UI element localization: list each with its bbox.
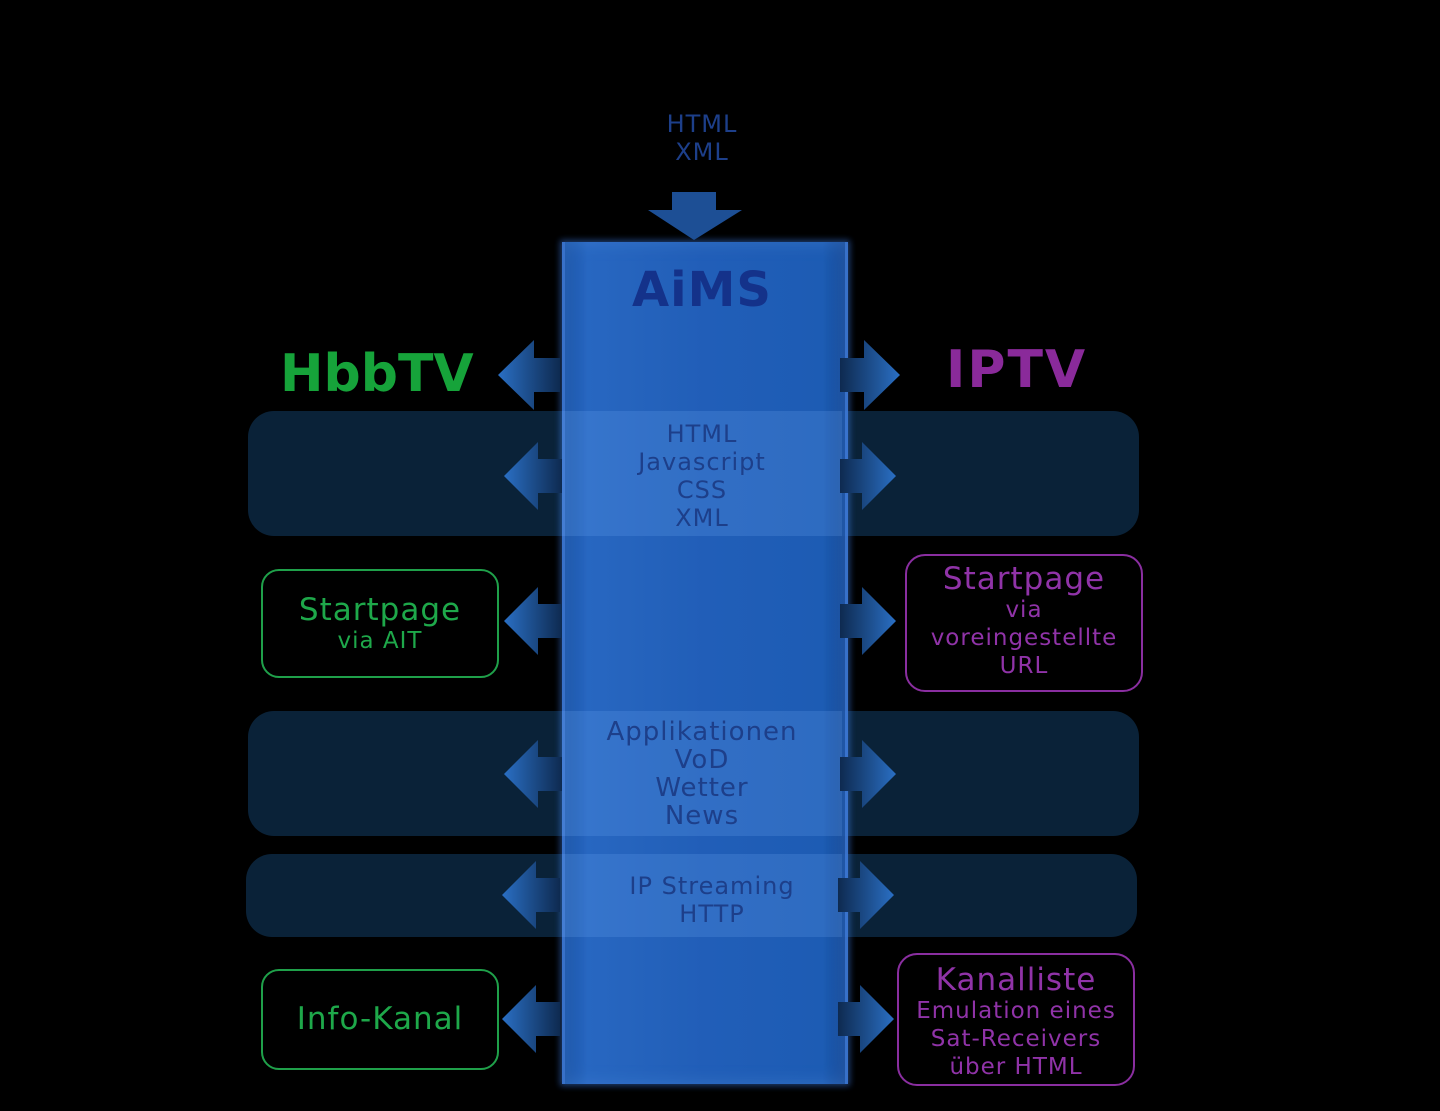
arrow-right-startpage-icon — [840, 587, 896, 655]
arrow-right-kanal-icon — [838, 985, 894, 1053]
arrow-left-web-icon — [504, 442, 562, 510]
arrow-left-info-icon — [502, 985, 560, 1053]
applications-title: Applikationen — [606, 717, 798, 747]
aims-pillar — [562, 242, 848, 1084]
hbbtv-startpage-box: Startpage via AIT — [261, 569, 499, 678]
iptv-startpage-sub2: voreingestellte — [930, 625, 1118, 651]
web-tech-javascript: Javascript — [638, 448, 766, 476]
web-tech-list: HTML Javascript CSS XML — [562, 420, 842, 532]
iptv-startpage-sub1: via — [1005, 597, 1043, 623]
streaming-list: IP Streaming HTTP — [572, 872, 852, 928]
applications-list: Applikationen VoD Wetter News — [562, 718, 842, 830]
iptv-kanalliste-sub3: über HTML — [949, 1054, 1083, 1080]
hbbtv-info-kanal-box: Info-Kanal — [261, 969, 499, 1070]
hbbtv-startpage-sub: via AIT — [337, 628, 423, 654]
pillar-band-apps — [562, 711, 842, 836]
applications-wetter: Wetter — [655, 773, 749, 803]
arrow-right-iptv-icon — [840, 340, 900, 410]
pillar-band-stream — [562, 854, 842, 937]
arrow-left-stream-icon — [502, 861, 560, 929]
applications-news: News — [664, 801, 740, 831]
hbbtv-info-kanal-title: Info-Kanal — [296, 1001, 464, 1037]
hbbtv-title: HbbTV — [280, 344, 474, 404]
arrow-right-web-icon — [840, 442, 896, 510]
arrow-right-stream-icon — [838, 861, 894, 929]
aims-title: AiMS — [632, 262, 772, 318]
applications-vod: VoD — [674, 745, 730, 775]
input-format-html: HTML — [666, 110, 738, 138]
input-down-arrow-icon — [648, 192, 742, 240]
web-tech-html: HTML — [666, 420, 738, 448]
streaming-http: HTTP — [679, 900, 745, 928]
arrow-left-startpage-icon — [504, 587, 562, 655]
iptv-kanalliste-sub1: Emulation eines — [916, 998, 1116, 1024]
pillar-band-web — [562, 411, 842, 536]
iptv-startpage-sub3: URL — [999, 653, 1049, 679]
input-formats: HTML XML — [602, 110, 802, 166]
hbbtv-startpage-title: Startpage — [298, 592, 462, 628]
streaming-ip: IP Streaming — [629, 872, 795, 900]
web-tech-css: CSS — [676, 476, 728, 504]
iptv-startpage-box: Startpage via voreingestellte URL — [905, 554, 1143, 692]
web-tech-xml: XML — [675, 504, 729, 532]
iptv-startpage-title: Startpage — [942, 561, 1106, 597]
iptv-kanalliste-sub2: Sat-Receivers — [930, 1026, 1102, 1052]
iptv-title: IPTV — [946, 340, 1088, 400]
iptv-kanalliste-box: Kanalliste Emulation eines Sat-Receivers… — [897, 953, 1135, 1086]
arrow-right-apps-icon — [840, 740, 896, 808]
input-format-xml: XML — [675, 138, 729, 166]
arrow-left-apps-icon — [504, 740, 562, 808]
iptv-kanalliste-title: Kanalliste — [935, 962, 1097, 998]
arrow-left-hbbtv-icon — [498, 340, 560, 410]
